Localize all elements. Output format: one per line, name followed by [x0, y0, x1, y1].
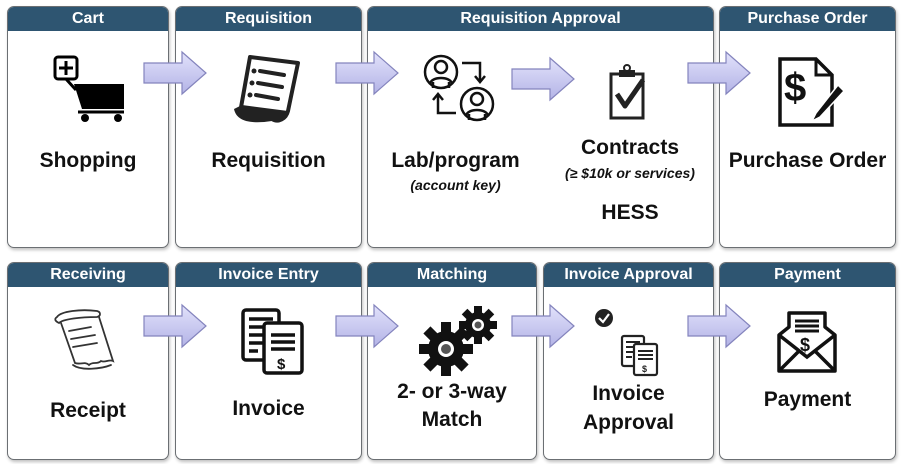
- step-extra-label: HESS: [601, 201, 659, 224]
- payment-envelope-icon: $: [777, 311, 837, 373]
- step-header: Requisition: [176, 7, 361, 31]
- step-header: Receiving: [8, 263, 168, 287]
- flow-arrow: [687, 51, 751, 95]
- step-header: Invoice Entry: [176, 263, 361, 287]
- flow-arrow: [143, 51, 207, 95]
- step-label-line1: 2- or 3-way: [397, 380, 507, 403]
- step-label: Payment: [763, 388, 852, 411]
- step-header: Requisition Approval: [368, 7, 713, 31]
- step-header: Purchase Order: [720, 7, 895, 31]
- receipt-icon: [54, 309, 115, 370]
- svg-text:$: $: [277, 356, 286, 373]
- step-label-line2: Approval: [582, 411, 674, 434]
- step-cart: Cart Shopping: [7, 6, 169, 248]
- step-label: Shopping: [39, 149, 137, 172]
- step-purchase-order: Purchase Order $ Purchase Order: [719, 6, 896, 248]
- invoice-icon: $: [241, 308, 304, 375]
- step-requisition: Requisition Requisition: [175, 6, 362, 248]
- svg-text:$: $: [800, 335, 810, 355]
- step-label: Requisition: [211, 149, 326, 172]
- dollar-document-pen-icon: $: [778, 57, 846, 127]
- flow-arrow: [687, 304, 751, 348]
- gears-icon: [419, 306, 497, 376]
- user-exchange-icon: [423, 54, 495, 122]
- step-label: Receipt: [50, 399, 126, 422]
- step-header: Invoice Approval: [544, 263, 713, 287]
- step-invoice-entry: Invoice Entry $ Invoice: [175, 262, 362, 460]
- step-label-line2: Match: [421, 408, 483, 431]
- flow-arrow: [511, 57, 575, 101]
- step-payment: Payment $ Payment: [719, 262, 896, 460]
- step-sublabel: (account key): [410, 177, 501, 193]
- step-receiving: Receiving Receipt: [7, 262, 169, 460]
- step-header: Matching: [368, 263, 536, 287]
- clipboard-check-icon: [609, 64, 646, 120]
- step-label-line1: Invoice: [592, 382, 665, 405]
- document-list-icon: [234, 55, 300, 123]
- shopping-cart-add-icon: [53, 55, 124, 122]
- flow-arrow: [335, 51, 399, 95]
- step-label: Lab/program: [391, 149, 520, 172]
- step-requisition-approval: Requisition Approval Lab/program (accoun…: [367, 6, 714, 248]
- flow-arrow: [335, 304, 399, 348]
- step-matching: Matching 2- or 3-way Match: [367, 262, 537, 460]
- step-invoice-approval: Invoice Approval $ Invoice Approval: [543, 262, 714, 460]
- step-label: Contracts: [580, 136, 680, 159]
- svg-text:$: $: [784, 66, 806, 110]
- flow-arrow: [511, 304, 575, 348]
- step-header: Cart: [8, 7, 168, 31]
- svg-text:$: $: [642, 364, 647, 374]
- invoice-approved-icon: $: [595, 309, 659, 377]
- step-sublabel: (≥ $10k or services): [565, 165, 695, 181]
- flow-arrow: [143, 304, 207, 348]
- step-header: Payment: [720, 263, 895, 287]
- step-label: Purchase Order: [728, 149, 887, 172]
- step-label: Invoice: [232, 397, 305, 420]
